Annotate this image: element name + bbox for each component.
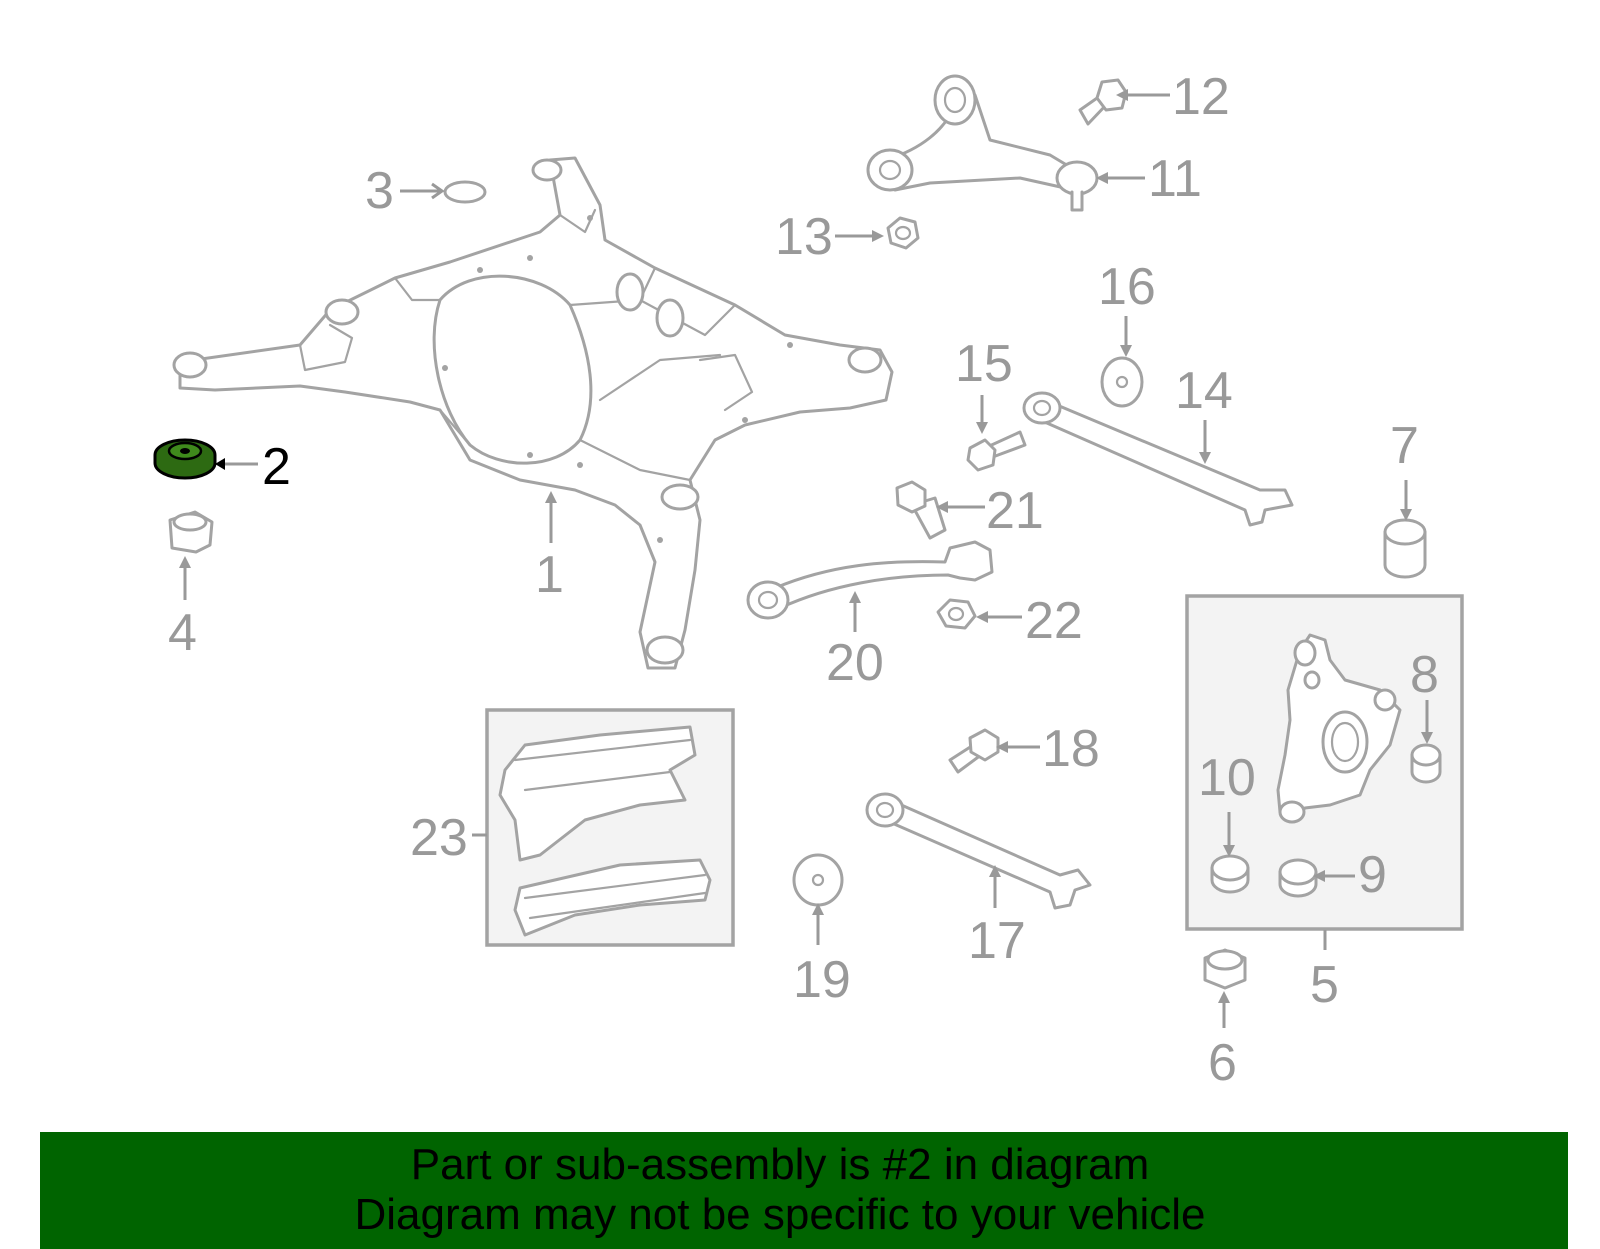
callout-22: 22 [1025,592,1083,650]
callout-8: 8 [1410,646,1439,704]
callout-18: 18 [1042,720,1100,778]
callout-labels: 1 2 3 4 5 6 7 8 9 10 11 12 13 14 15 16 1… [168,68,1439,1092]
part-3-washer[interactable] [443,180,487,204]
banner-line-2: Diagram may not be specific to your vehi… [354,1190,1206,1239]
part-10-bushing[interactable] [1210,854,1250,894]
part-13-nut[interactable] [886,216,920,250]
part-6-nut[interactable] [1203,948,1247,990]
callout-7: 7 [1390,417,1419,475]
callout-12: 12 [1172,68,1230,126]
part-5-knuckle-assembly[interactable] [1185,594,1464,931]
part-23-reinforcement[interactable] [485,708,735,947]
callout-13: 13 [775,208,833,266]
part-4-nut[interactable] [168,510,214,554]
part-2-insulator[interactable] [153,438,217,480]
part-11-upper-arm[interactable] [866,74,1099,212]
part-17-link[interactable] [865,792,1092,910]
callout-11: 11 [1148,150,1202,208]
part-7-bushing[interactable] [1383,518,1427,579]
callout-21: 21 [986,482,1044,540]
part-14-link[interactable] [1022,391,1294,527]
part-12-bolt[interactable] [1078,78,1128,126]
callout-5: 5 [1310,956,1339,1014]
parts-diagram: 1 2 3 4 5 6 7 8 9 10 11 12 13 14 15 16 1… [153,68,1464,1092]
callout-2: 2 [262,438,291,496]
callout-14: 14 [1175,362,1233,420]
callout-15: 15 [955,335,1013,393]
part-16-washer[interactable] [1100,356,1144,408]
part-19-washer[interactable] [792,853,844,907]
info-banner: Part or sub-assembly is #2 in diagram Di… [40,1132,1568,1249]
part-22-nut[interactable] [936,598,977,630]
part-9-bushing[interactable] [1278,858,1318,898]
callout-20: 20 [826,634,884,692]
callout-17: 17 [968,912,1026,970]
leader-lines [179,89,1433,1028]
part-21-bolt[interactable] [895,480,947,540]
callout-19: 19 [793,951,851,1009]
callout-9: 9 [1358,846,1387,904]
callout-4: 4 [168,604,197,662]
callout-3: 3 [365,162,394,220]
part-8-bushing[interactable] [1410,743,1442,784]
part-18-bolt[interactable] [948,728,1000,774]
callout-10: 10 [1198,749,1256,807]
part-1-crossmember[interactable] [172,156,894,670]
callout-16: 16 [1098,258,1156,316]
part-15-bolt[interactable] [966,430,1027,472]
callout-6: 6 [1208,1034,1237,1092]
part-20-link[interactable] [746,540,994,620]
callout-1: 1 [535,546,564,604]
callout-23: 23 [410,809,468,867]
banner-line-1: Part or sub-assembly is #2 in diagram [410,1140,1150,1189]
